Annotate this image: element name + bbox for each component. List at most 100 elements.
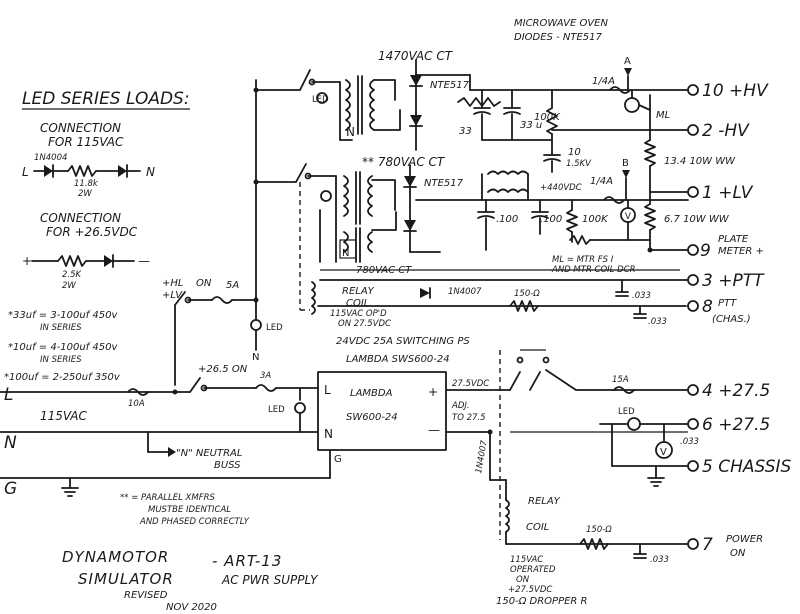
terminal-10[interactable] (687, 84, 699, 96)
title-dynamotor: DYNAMOTOR (62, 548, 169, 566)
terminal-6-label: 6 +27.5 (702, 415, 770, 435)
title-simulator: SIMULATOR (78, 570, 174, 588)
choke-1 (487, 170, 529, 175)
svg-text:1.5KV: 1.5KV (566, 159, 592, 169)
svg-text:ON: ON (516, 575, 530, 585)
svg-text:LAMBDA: LAMBDA (350, 388, 393, 399)
terminal-8[interactable] (687, 300, 699, 312)
svg-text:ON 27.5VDC: ON 27.5VDC (338, 319, 391, 329)
legend-section: LED SERIES LOADS: CONNECTION FOR 115VAC … (4, 89, 190, 383)
svg-text:G: G (4, 479, 17, 499)
svg-text:PLATE: PLATE (718, 234, 749, 245)
svg-text:115VAC: 115VAC (510, 555, 543, 565)
fuse-1-4a-lv (603, 196, 625, 204)
conn265-label-2: FOR +26.5VDC (46, 225, 138, 239)
cap33-note: *33uf = 3-100uf 450v (8, 310, 119, 321)
svg-text:NTE517: NTE517 (424, 178, 464, 189)
svg-text:.033: .033 (648, 317, 667, 327)
conn265-label: CONNECTION (40, 211, 121, 225)
svg-text:ADJ.: ADJ. (451, 401, 470, 411)
mw-note-2: DIODES - NTE517 (514, 32, 602, 43)
ac115-label: 115VAC (40, 409, 88, 423)
terminal-7[interactable] (687, 538, 699, 550)
cap100-note: *100uf = 2-250uf 350v (4, 372, 121, 383)
parallel-note-2: MUSTBE IDENTICAL (148, 505, 231, 515)
transformer-1-secondary (369, 79, 375, 131)
meter-hv (624, 97, 640, 113)
conn115-label-2: FOR 115VAC (48, 135, 124, 149)
svg-text:33: 33 (459, 126, 472, 137)
cap10-note-2: IN SERIES (40, 355, 82, 365)
terminal-1-label: 1 +LV (702, 183, 754, 203)
resistor-150-2 (579, 538, 609, 550)
line-l-label: L (22, 165, 29, 179)
res115-label: 11.8k (74, 179, 99, 189)
led-ps (294, 402, 306, 414)
relay-contact-2 (529, 371, 541, 391)
relay-coil-2 (505, 499, 510, 533)
capacitor-33a (473, 111, 491, 115)
switch-265 (189, 377, 201, 393)
terminal-4[interactable] (687, 384, 699, 396)
led-265-symbol (104, 255, 113, 267)
resistor-13-4 (644, 139, 656, 167)
svg-text:1/4A: 1/4A (592, 76, 615, 87)
led-indicator-2 (320, 190, 332, 202)
svg-text:5A: 5A (226, 280, 239, 291)
xfmr1-label: 1470VAC CT (378, 49, 454, 63)
terminal-10-label: 10 +HV (702, 81, 769, 101)
terminal-9[interactable] (687, 244, 699, 256)
transformer-1-primary (345, 79, 351, 131)
terminal-5[interactable] (687, 460, 699, 472)
svg-text:6.7 10W WW: 6.7 10W WW (664, 214, 730, 225)
resistor-100k-1 (546, 107, 558, 135)
svg-text:LED: LED (268, 405, 285, 415)
terminal-6[interactable] (687, 418, 699, 430)
fuse-15a (613, 386, 635, 394)
resistor-symbol (67, 165, 97, 177)
relay-contact-1 (509, 371, 521, 391)
svg-text:.033: .033 (632, 291, 651, 301)
xfmr2-label: ** 780VAC CT (362, 155, 446, 169)
terminal-8-label: 8 (702, 297, 713, 317)
svg-text:1N4007: 1N4007 (474, 439, 490, 474)
led-output (627, 417, 641, 431)
title-ac-pwr: AC PWR SUPPLY (221, 573, 319, 587)
resistor-100k-2 (566, 209, 578, 233)
svg-text:L: L (4, 385, 13, 405)
svg-text:NTE517: NTE517 (430, 80, 470, 91)
switch-1 (299, 69, 311, 91)
choke-2 (487, 188, 529, 193)
svg-text:V: V (660, 447, 667, 458)
res265-label: 2.5K (62, 270, 83, 280)
terminal-3-label: 3 +PTT (702, 271, 765, 291)
svg-text:BUSS: BUSS (214, 460, 241, 471)
svg-text:100K: 100K (582, 214, 609, 225)
revised-date: NOV 2020 (166, 602, 217, 613)
svg-text:LED: LED (312, 95, 329, 105)
svg-text:.100: .100 (496, 214, 518, 225)
capacitor-10 (543, 158, 561, 162)
terminal-4-label: 4 +27.5 (702, 381, 770, 401)
svg-text:METER +: METER + (718, 246, 764, 257)
svg-text:N: N (252, 352, 259, 363)
res115w-label: 2W (78, 189, 92, 199)
svg-text:OPERATED: OPERATED (510, 565, 556, 575)
svg-text:N: N (342, 248, 349, 259)
terminal-3[interactable] (687, 274, 699, 286)
svg-text:TO 27.5: TO 27.5 (452, 413, 486, 423)
svg-text:150-Ω: 150-Ω (586, 525, 612, 535)
terminal-5-label: 5 CHASSIS (702, 457, 791, 477)
svg-text:SW600-24: SW600-24 (346, 412, 398, 423)
terminal-1[interactable] (687, 186, 699, 198)
svg-text:100K: 100K (534, 112, 561, 123)
svg-text:1N4007: 1N4007 (448, 287, 482, 297)
svg-text:LED: LED (618, 407, 635, 417)
revised-label: REVISED (124, 590, 168, 601)
svg-text:+: + (22, 254, 32, 268)
hv-section: MICROWAVE OVEN DIODES - NTE517 1470VAC C… (162, 18, 769, 386)
svg-text:N: N (346, 125, 355, 139)
terminal-2[interactable] (687, 124, 699, 136)
svg-text:ON: ON (730, 548, 746, 559)
